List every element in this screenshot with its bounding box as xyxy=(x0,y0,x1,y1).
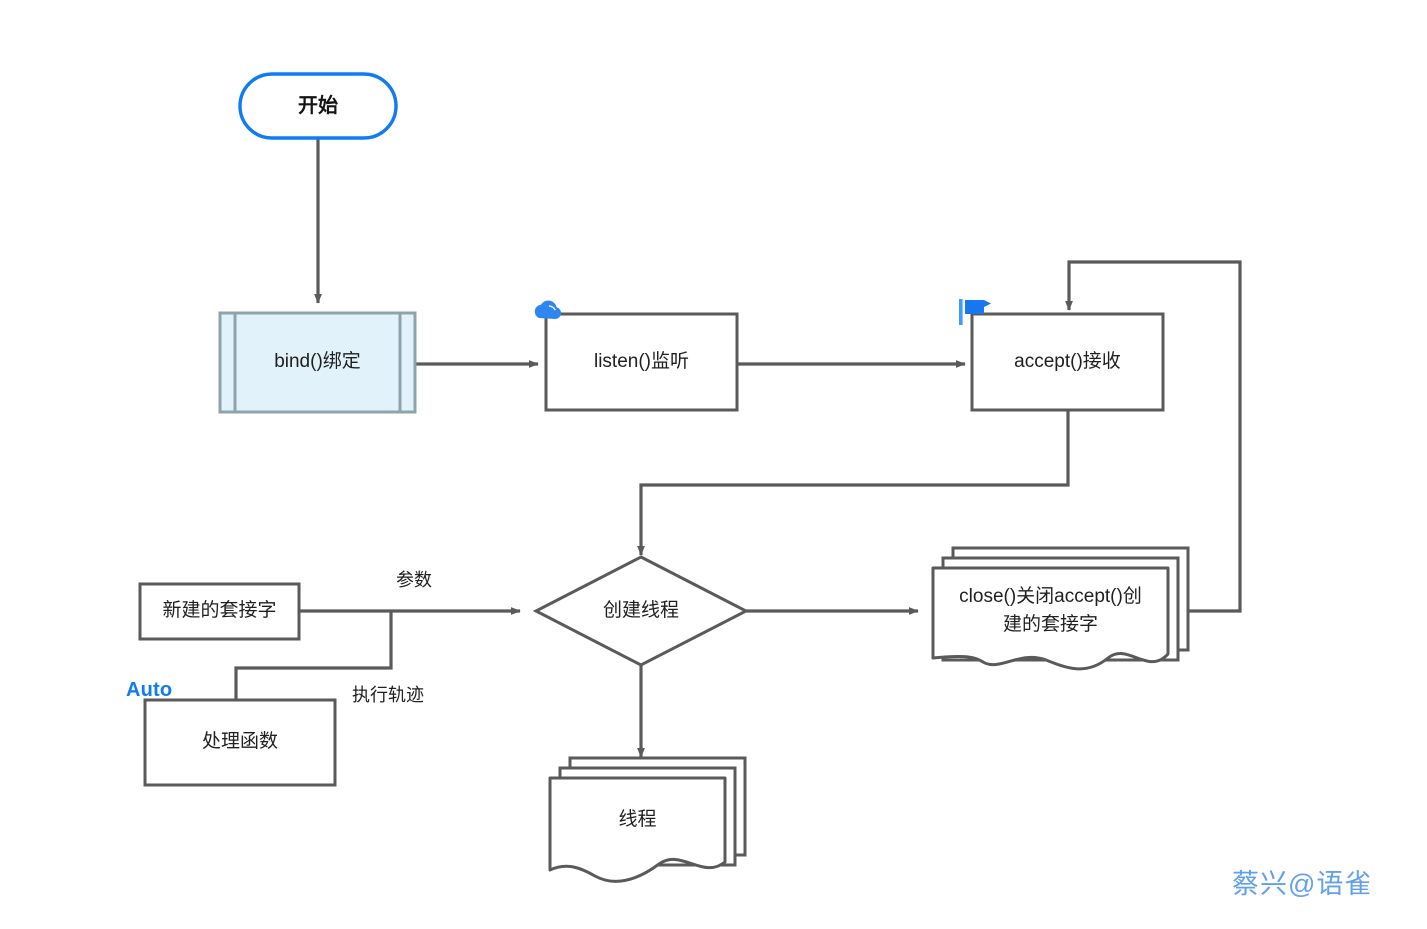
thread-shape xyxy=(548,776,727,883)
node-thread[interactable] xyxy=(548,756,747,883)
bind-shape xyxy=(218,311,417,414)
node-bind[interactable] xyxy=(218,311,417,414)
cloud-icon xyxy=(534,300,562,319)
newsock-shape xyxy=(138,582,301,641)
node-listen[interactable] xyxy=(544,312,739,412)
edge-label-trace: 执行轨迹 xyxy=(352,685,424,705)
node-start[interactable] xyxy=(238,72,398,140)
node-decision[interactable] xyxy=(532,555,750,667)
handler-shape xyxy=(143,698,337,787)
node-close[interactable] xyxy=(931,546,1190,671)
edge-label-param: 参数 xyxy=(396,570,432,590)
start-shape xyxy=(238,72,398,140)
node-accept[interactable] xyxy=(970,312,1165,412)
decision-shape xyxy=(532,555,750,667)
node-handler[interactable] xyxy=(143,698,337,787)
connector-layer xyxy=(234,139,1242,758)
listen-shape xyxy=(544,312,739,412)
close-shape xyxy=(931,566,1170,671)
edge-handler-to-merge xyxy=(234,611,393,706)
auto-annotation: Auto xyxy=(126,679,173,701)
accept-shape xyxy=(970,312,1165,412)
flag-icon xyxy=(959,299,991,325)
edge-accept-to-decision xyxy=(637,410,1070,556)
watermark: 蔡兴@语雀 xyxy=(1232,869,1373,899)
edge-close-to-accept-loop xyxy=(1065,260,1242,613)
node-newsock[interactable] xyxy=(138,582,301,641)
